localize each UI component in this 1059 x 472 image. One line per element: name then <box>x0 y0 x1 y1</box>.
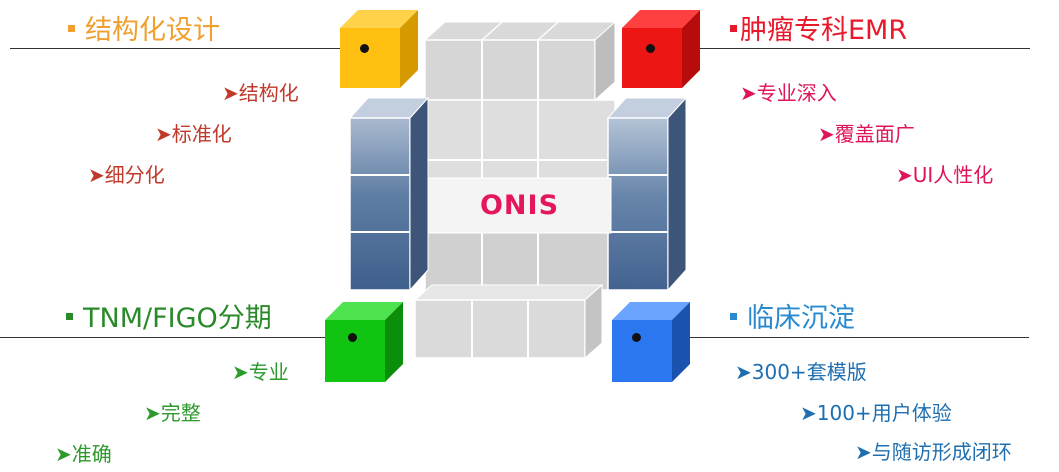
bottom-right-connector-line <box>637 337 1029 338</box>
top-right-item-2: ➤覆盖面广 <box>818 122 915 146</box>
bullet-square-icon <box>730 313 737 320</box>
top-right-item-1: ➤专业深入 <box>740 81 837 105</box>
bottom-left-heading-text: TNM/FIGO分期 <box>83 303 272 334</box>
bottom-right-heading: 临床沉淀 <box>730 305 855 332</box>
bottom-right-item-1: ➤300+套模版 <box>735 360 867 384</box>
bottom-left-connector-line <box>0 337 352 338</box>
blue-corner-cube <box>612 302 690 382</box>
bottom-left-heading: TNM/FIGO分期 <box>66 305 272 332</box>
top-left-item-3: ➤细分化 <box>88 163 165 187</box>
top-right-connector-dot <box>646 44 655 53</box>
top-left-item-2: ➤标准化 <box>155 122 232 146</box>
red-corner-cube <box>622 10 700 88</box>
top-right-heading: 肿瘤专科EMR <box>730 17 907 44</box>
bottom-right-item-2: ➤100+用户体验 <box>800 401 952 425</box>
center-label: ONIS <box>479 190 560 221</box>
bottom-left-connector-dot <box>348 333 357 342</box>
top-cube-row <box>423 20 617 102</box>
top-right-connector-line <box>650 48 1030 49</box>
bottom-right-item-3: ➤与随访形成闭环 <box>855 440 1012 464</box>
top-left-connector-line <box>10 48 365 49</box>
green-corner-cube <box>325 302 403 382</box>
bottom-left-item-1: ➤专业 <box>232 360 289 384</box>
bottom-right-connector-dot <box>632 333 641 342</box>
bottom-cube-row <box>413 283 604 360</box>
top-left-item-1: ➤结构化 <box>222 81 299 105</box>
bullet-square-icon <box>66 313 73 320</box>
top-left-heading-text: 结构化设计 <box>85 15 220 46</box>
bullet-square-icon <box>730 25 737 32</box>
left-blue-column <box>348 96 430 292</box>
bottom-left-item-2: ➤完整 <box>144 401 201 425</box>
bottom-left-item-3: ➤准确 <box>55 442 112 466</box>
orange-corner-cube <box>340 10 418 88</box>
top-left-connector-dot <box>360 44 369 53</box>
onis-label-band <box>427 177 612 234</box>
top-right-heading-text: 肿瘤专科EMR <box>740 15 908 46</box>
top-left-heading: 结构化设计 <box>68 17 220 44</box>
bottom-right-heading-text: 临床沉淀 <box>747 303 855 334</box>
top-right-item-3: ➤UI人性化 <box>896 163 994 187</box>
right-blue-column <box>606 96 688 292</box>
bullet-square-icon <box>68 25 75 32</box>
